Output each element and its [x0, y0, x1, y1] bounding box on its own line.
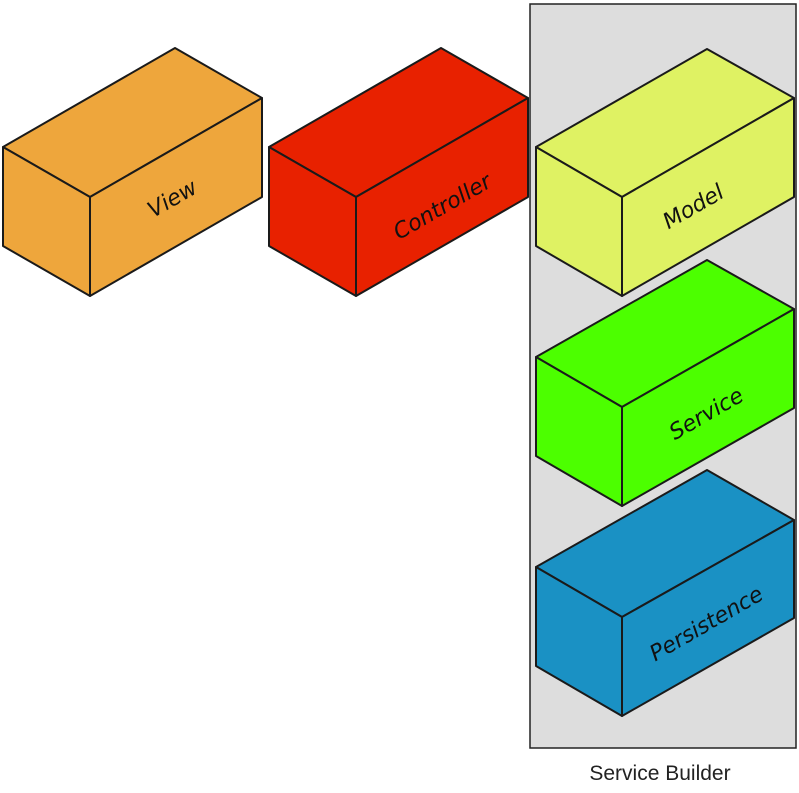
persistence-box: Persistence	[535, 469, 795, 717]
view-box: View	[2, 47, 263, 297]
service-builder-label: Service Builder	[589, 762, 730, 785]
service-box: Service	[535, 259, 795, 507]
model-box: Model	[535, 48, 795, 297]
controller-box: Controller	[268, 47, 529, 297]
